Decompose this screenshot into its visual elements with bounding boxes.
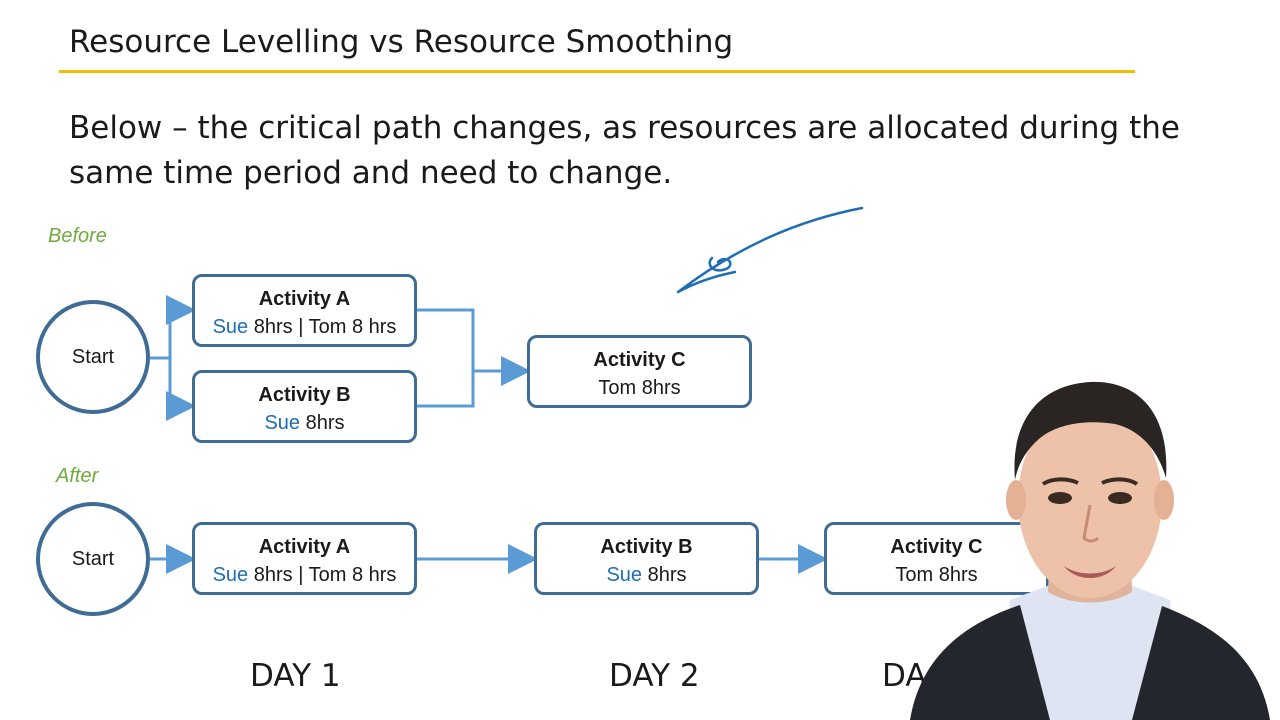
activity-name: Activity B xyxy=(600,536,693,558)
presenter-brow xyxy=(1041,477,1079,486)
after-activity-b: Activity B Sue 8hrs xyxy=(534,522,759,595)
before-label: Before xyxy=(48,225,107,247)
resource-name: Sue xyxy=(264,412,301,434)
presenter-ear xyxy=(1154,480,1174,520)
activity-resources: Tom 8hrs xyxy=(827,561,1046,589)
resource-name: Sue xyxy=(606,564,643,586)
resource-hours: 8hrs | Tom 8 hrs xyxy=(248,564,397,586)
activity-name: Activity A xyxy=(258,536,351,558)
presenter-eye xyxy=(1048,492,1072,504)
resource-hours: 8hrs xyxy=(642,564,687,586)
presenter-hair xyxy=(1014,381,1167,480)
before-activity-c: Activity C Tom 8hrs xyxy=(527,335,752,408)
presenter-mouth xyxy=(1064,566,1116,578)
presenter-video xyxy=(910,381,1270,720)
day-2-label: DAY 2 xyxy=(609,658,700,694)
activity-resources: Tom 8hrs xyxy=(530,374,749,402)
before-activity-a: Activity A Sue 8hrs | Tom 8 hrs xyxy=(192,274,417,347)
after-activity-c: Activity C Tom 8hrs xyxy=(824,522,1049,595)
after-activity-a: Activity A Sue 8hrs | Tom 8 hrs xyxy=(192,522,417,595)
slide-title: Resource Levelling vs Resource Smoothing xyxy=(69,24,734,60)
before-start-label: Start xyxy=(71,345,115,368)
activity-name: Activity B xyxy=(258,384,351,406)
presenter-nose xyxy=(1082,504,1100,543)
connector-to-activity-a xyxy=(166,295,196,358)
presenter-eye xyxy=(1108,492,1132,504)
before-connectors xyxy=(150,295,531,421)
resource-hours: 8hrs xyxy=(636,377,681,399)
resource-name: Tom 8hrs xyxy=(895,564,978,586)
ink-arrow xyxy=(676,206,864,294)
presenter-brow xyxy=(1101,477,1139,486)
activity-resources: Sue 8hrs | Tom 8 hrs xyxy=(195,561,414,589)
after-label: After xyxy=(56,465,99,487)
title-underline xyxy=(59,70,1135,73)
activity-resources: Sue 8hrs xyxy=(537,561,756,589)
resource-name: Sue xyxy=(212,316,249,338)
after-start-node: Start xyxy=(36,502,150,616)
activity-name: Activity C xyxy=(593,349,686,371)
day-1-label: DAY 1 xyxy=(250,658,341,694)
resource-hours: 8hrs xyxy=(300,412,345,434)
connector-to-activity-b xyxy=(166,358,196,421)
resource-name: Tom xyxy=(598,377,637,399)
presenter-ear xyxy=(1006,480,1026,520)
activity-resources: Sue 8hrs xyxy=(195,409,414,437)
resource-name: Sue xyxy=(212,564,249,586)
before-activity-b: Activity B Sue 8hrs xyxy=(192,370,417,443)
connector-a-merge xyxy=(417,308,475,408)
before-start-node: Start xyxy=(36,300,150,414)
resource-hours: 8hrs | xyxy=(248,316,309,338)
presenter-shirt xyxy=(1000,570,1180,720)
presenter-jacket xyxy=(1132,606,1270,720)
activity-resources: Sue 8hrs | Tom 8 hrs xyxy=(195,313,414,341)
resource-hours: 8 hrs xyxy=(346,316,397,338)
activity-name: Activity C xyxy=(890,536,983,558)
after-start-label: Start xyxy=(71,547,115,570)
activity-name: Activity A xyxy=(258,288,351,310)
presenter-jacket xyxy=(910,605,1050,720)
resource-name: Tom xyxy=(308,316,347,338)
presenter-face xyxy=(1018,402,1162,598)
intro-text: Below – the critical path changes, as re… xyxy=(69,110,1180,191)
